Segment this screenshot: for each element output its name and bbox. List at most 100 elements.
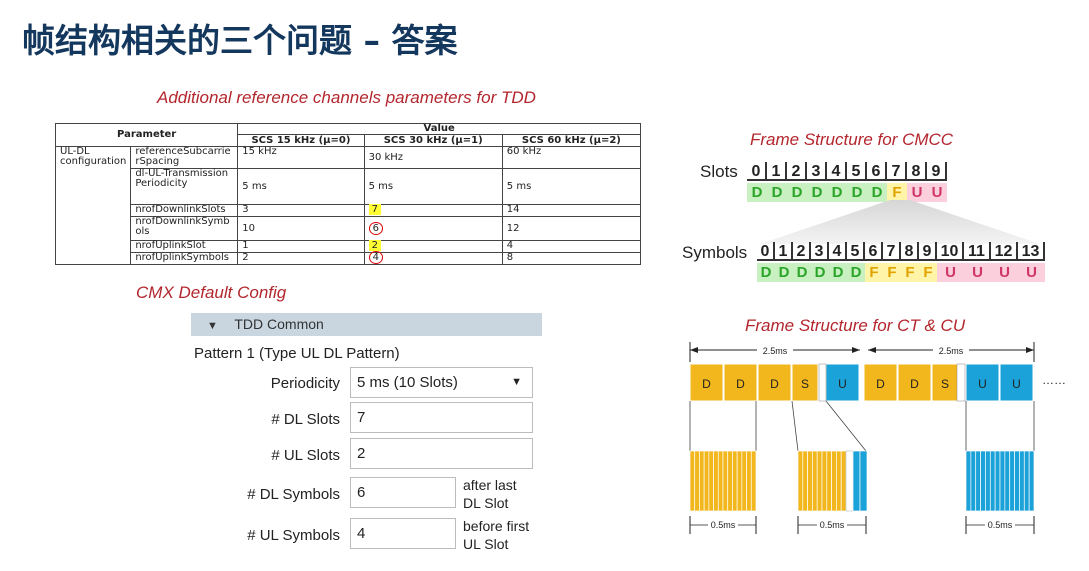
slot-letter: D <box>770 377 779 391</box>
dl-slots-label: # DL Slots <box>271 411 340 428</box>
symbol-stripe <box>852 450 861 512</box>
slot-box <box>791 363 819 402</box>
symbol-number: 0 <box>757 242 775 261</box>
dl-symbols-note-line2: DL Slot <box>463 495 509 511</box>
symbol-stripe <box>831 450 837 512</box>
symbol-number: 12 <box>991 242 1018 261</box>
header-parameter: Parameter <box>54 123 239 147</box>
slot-number: 0 <box>747 162 767 181</box>
symbol-stripe <box>741 450 747 512</box>
symbol-stripe <box>840 450 847 512</box>
highlighted-value: 7 <box>368 204 381 215</box>
symbol-stripe <box>727 450 733 512</box>
dl-slots-input[interactable]: 7 <box>350 402 533 433</box>
slot-number: 8 <box>907 162 927 181</box>
table-caption: Additional reference channels parameters… <box>157 88 536 107</box>
symbol-stripe <box>975 450 981 512</box>
symbol-type: F <box>901 263 919 282</box>
highlighted-value: 2 <box>368 240 381 251</box>
header-scs15: SCS 15 kHz (μ=0) <box>237 134 365 147</box>
symbol-number: 11 <box>964 242 991 261</box>
symbol-stripe <box>802 450 808 512</box>
symbol-number: 1 <box>775 242 793 261</box>
slot-number: 4 <box>827 162 847 181</box>
slot-type: D <box>787 183 807 202</box>
ul-symbols-label: # UL Symbols <box>247 527 340 544</box>
symbol-type: D <box>829 263 847 282</box>
table-cell: 5 ms <box>237 168 365 205</box>
dropdown-arrow-icon: ▼ <box>511 376 522 388</box>
slot-type: D <box>767 183 787 202</box>
symbol-type: D <box>847 263 865 282</box>
sub-label: 0.5ms <box>711 520 736 530</box>
ul-symbols-input[interactable]: 4 <box>350 518 456 549</box>
tdd-common-section[interactable]: ▼ TDD Common <box>191 313 542 336</box>
symbol-stripe <box>708 450 714 512</box>
table-row-param: nrofDownlinkSymbols <box>130 216 239 241</box>
symbol-stripe <box>821 450 828 512</box>
slot-letter: D <box>910 377 919 391</box>
symbol-number: 2 <box>793 242 811 261</box>
symbol-stripe <box>699 450 705 512</box>
symbol-stripe <box>713 450 719 512</box>
header-scs30: SCS 30 kHz (μ=1) <box>363 134 503 147</box>
periodicity-select[interactable]: 5 ms (10 Slots) ▼ <box>350 367 533 398</box>
dl-symbols-input[interactable]: 6 <box>350 477 456 508</box>
period-label: 2.5ms <box>763 346 788 356</box>
slot-letter: D <box>702 377 711 391</box>
collapse-triangle-icon[interactable]: ▼ <box>207 320 218 332</box>
sub-label: 0.5ms <box>988 520 1013 530</box>
ul-symbols-note-line1: before first <box>463 518 530 534</box>
reference-table: Parameter Value SCS 15 kHz (μ=0) SCS 30 … <box>54 123 642 265</box>
label-bg <box>708 519 738 531</box>
slot-letter: S <box>801 377 809 391</box>
symbols-label: Symbols <box>682 243 748 262</box>
symbol-stripe <box>1014 450 1020 512</box>
arrow-head <box>868 347 876 353</box>
symbol-type: U <box>937 263 964 282</box>
pattern-label: Pattern 1 (Type UL DL Pattern) <box>194 345 400 362</box>
label-bg <box>817 519 847 531</box>
symbol-stripe <box>797 450 804 512</box>
symbol-type: D <box>757 263 775 282</box>
slot-number: 2 <box>787 162 807 181</box>
table-cell: 2 <box>237 252 365 265</box>
slot-number: 3 <box>807 162 827 181</box>
arrow-head <box>1026 347 1034 353</box>
slot-letter: U <box>978 377 987 391</box>
guard-period <box>818 363 827 402</box>
symbol-stripe <box>746 450 752 512</box>
symbol-type: U <box>964 263 991 282</box>
slot-type: U <box>907 183 927 202</box>
slot-box <box>863 363 898 402</box>
guard-period <box>956 363 966 402</box>
symbol-stripe <box>750 450 757 512</box>
cmx-caption: CMX Default Config <box>136 283 287 302</box>
symbol-type: D <box>811 263 829 282</box>
symbol-stripe <box>965 450 972 512</box>
symbol-type: F <box>865 263 883 282</box>
circled-value: 6 <box>368 221 383 235</box>
cmcc-caption: Frame Structure for CMCC <box>750 130 954 149</box>
symbol-stripe <box>812 450 818 512</box>
periodicity-value: 5 ms (10 Slots) <box>357 374 458 391</box>
circled-value: 4 <box>368 251 383 264</box>
symbol-stripe <box>689 450 696 512</box>
ul-symbols-note: before first UL Slot <box>463 517 529 553</box>
symbol-stripe <box>1028 450 1035 512</box>
zoom-trapezoid <box>760 200 1040 244</box>
table-cell: 4 <box>501 240 642 253</box>
symbol-number: 6 <box>865 242 883 261</box>
symbol-stripe <box>859 450 868 512</box>
symbol-stripe <box>807 450 813 512</box>
ul-slots-input[interactable]: 2 <box>350 438 533 469</box>
group-label: UL-DL configuration <box>54 146 132 265</box>
slot-letter: U <box>1012 377 1021 391</box>
symbol-number: 9 <box>919 242 937 261</box>
header-value: Value <box>237 123 641 135</box>
section-label: TDD Common <box>234 316 324 332</box>
slot-type: D <box>867 183 887 202</box>
symbol-type: U <box>991 263 1018 282</box>
